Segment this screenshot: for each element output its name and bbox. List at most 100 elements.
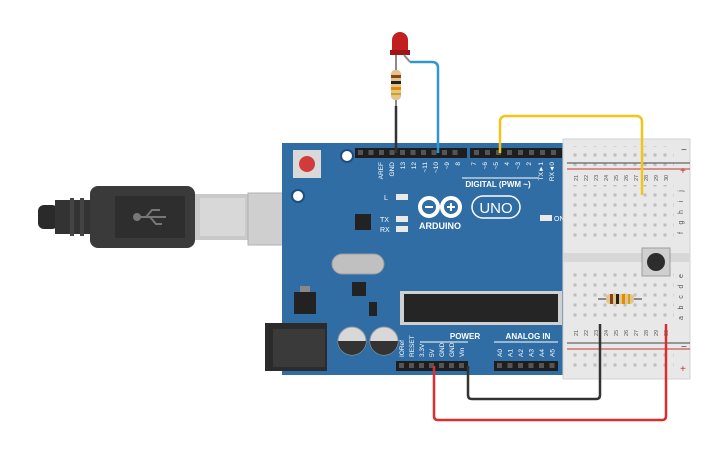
header-hole[interactable]: [497, 363, 502, 368]
uno-badge: [471, 195, 521, 219]
microcontroller-chip: [400, 291, 562, 325]
header-hole[interactable]: [379, 150, 384, 155]
board-brand: ARDUINO: [419, 221, 461, 231]
led-label-rx: RX: [380, 227, 390, 234]
row-letter: j: [678, 190, 685, 193]
header-hole[interactable]: [539, 363, 544, 368]
red-led: [390, 32, 411, 63]
header-hole[interactable]: [431, 150, 437, 155]
column-number: 25: [614, 175, 620, 181]
board-model: UNO: [479, 200, 512, 217]
analog-pin-label: A1: [508, 349, 515, 357]
analog-pin-label: A3: [529, 349, 536, 357]
header-hole[interactable]: [529, 150, 534, 155]
column-number: 26: [624, 330, 630, 336]
capacitor-1: [337, 326, 367, 356]
usb-chip: [355, 214, 371, 230]
digital-pin-label: GND: [389, 162, 396, 177]
led-rx: [396, 226, 408, 232]
header-hole[interactable]: [409, 363, 414, 368]
header-hole[interactable]: [368, 150, 374, 155]
power-pin-label: 3.3V: [419, 343, 426, 357]
column-number: 25: [614, 330, 620, 336]
header-hole[interactable]: [442, 150, 447, 155]
power-label: POWER: [450, 332, 480, 341]
header-hole[interactable]: [474, 150, 479, 155]
row-letter: e: [678, 274, 685, 278]
column-number: 28: [644, 175, 650, 181]
column-number: 24: [604, 330, 610, 336]
power-pin-label: 5V: [429, 348, 436, 357]
column-number: 27: [634, 175, 640, 181]
analog-pin-label: A2: [518, 349, 525, 357]
header-hole[interactable]: [452, 150, 458, 155]
row-letter: f: [678, 232, 685, 234]
header-hole[interactable]: [421, 150, 426, 155]
wire-yellow-pin5-button: [498, 114, 644, 195]
digital-pin-label: ~10: [433, 162, 440, 173]
digital-header-right: [470, 148, 562, 158]
header-hole[interactable]: [551, 150, 556, 155]
column-number: 21: [574, 175, 580, 181]
digital-header-label: DIGITAL (PWM ~): [465, 180, 531, 189]
header-hole[interactable]: [389, 150, 395, 155]
row-letter: g: [678, 220, 685, 224]
power-jack: [265, 323, 327, 371]
digital-pin-label: ~5: [493, 162, 500, 170]
column-number: 30: [664, 175, 670, 181]
power-pin-label: RESET: [409, 335, 416, 357]
column-number: 26: [624, 175, 630, 181]
column-number: 21: [574, 330, 580, 336]
power-pin-label: Vin: [459, 347, 466, 357]
arduino-logo-icon: [418, 196, 462, 218]
push-button[interactable]: [641, 247, 671, 277]
resistor-breadboard: [598, 294, 642, 304]
header-hole[interactable]: [549, 363, 555, 368]
digital-pin-label: 4: [504, 162, 511, 166]
row-letter: a: [678, 316, 685, 320]
digital-pin-label: 2: [526, 162, 533, 166]
header-hole[interactable]: [496, 150, 501, 155]
header-hole[interactable]: [400, 150, 405, 155]
digital-pin-label: 7: [471, 162, 478, 166]
header-hole[interactable]: [419, 363, 424, 368]
led-tx: [396, 216, 408, 222]
analog-label: ANALOG IN: [506, 332, 551, 341]
row-letter: c: [678, 295, 685, 299]
reset-button[interactable]: [293, 150, 321, 178]
row-letter: i: [678, 200, 685, 202]
header-hole[interactable]: [429, 363, 434, 368]
header-hole[interactable]: [459, 363, 464, 368]
header-hole[interactable]: [410, 150, 416, 155]
wire-blue-led-pin10: [410, 60, 440, 153]
header-hole[interactable]: [540, 150, 545, 155]
led-on: [540, 215, 552, 221]
header-hole[interactable]: [485, 150, 490, 155]
power-pin-label: GND: [449, 342, 456, 357]
analog-pin-label: A5: [550, 349, 557, 357]
wire-black-gnd-rail: [466, 324, 602, 401]
row-letter: h: [678, 210, 685, 214]
rail-plus-top: +: [680, 166, 686, 177]
header-hole[interactable]: [358, 150, 363, 155]
header-hole[interactable]: [449, 363, 454, 368]
column-number: 24: [604, 175, 610, 181]
digital-pin-label: ~3: [515, 162, 522, 170]
header-hole[interactable]: [528, 363, 534, 368]
header-hole[interactable]: [518, 150, 523, 155]
digital-pin-label: 12: [411, 162, 418, 170]
digital-pin-label: AREF: [378, 162, 385, 179]
header-hole[interactable]: [507, 363, 513, 368]
digital-pin-label: ~6: [482, 162, 489, 170]
resistor-led: [391, 62, 401, 106]
digital-pin-label: 13: [400, 162, 407, 170]
column-number: 29: [654, 175, 660, 181]
header-hole[interactable]: [439, 363, 444, 368]
header-hole[interactable]: [507, 150, 512, 155]
header-hole[interactable]: [399, 363, 404, 368]
header-hole[interactable]: [518, 363, 523, 368]
digital-pin-label: TX►1: [538, 162, 545, 181]
column-number: 28: [644, 330, 650, 336]
